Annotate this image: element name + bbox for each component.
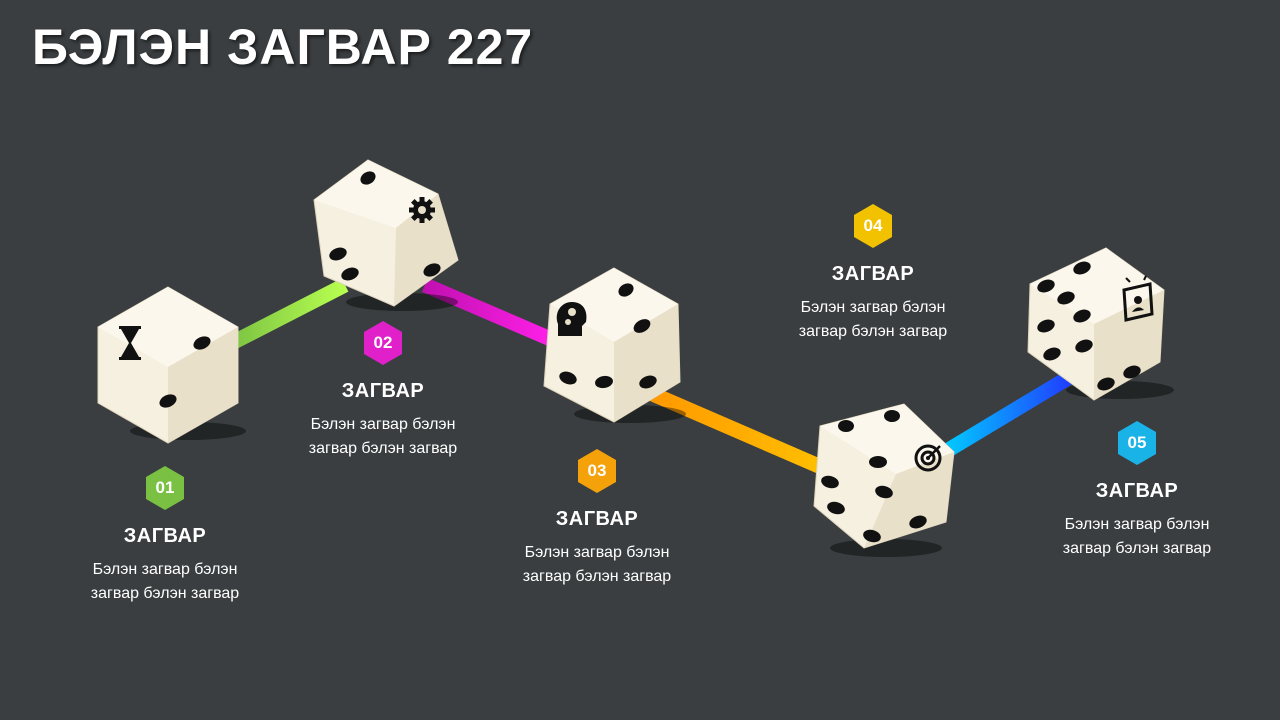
gear-icon — [409, 197, 435, 223]
step-heading: ЗАГВАР — [341, 380, 425, 402]
die-1 — [88, 283, 252, 447]
step-badge: 01 — [142, 465, 188, 511]
step-number: 02 — [373, 333, 393, 352]
step-description: Бэлэн загвар бэлэн загвар бэлэн загвар — [1062, 516, 1212, 557]
connector-4-5 — [936, 371, 1072, 462]
connector-3-4 — [645, 385, 831, 477]
page-title: БЭЛЭН ЗАГВАР 227 — [32, 19, 534, 75]
step-heading: ЗАГВАР — [1095, 480, 1179, 502]
step-badge: 02 — [360, 320, 406, 366]
connector-2-3 — [422, 278, 556, 347]
step-heading: ЗАГВАР — [123, 525, 207, 547]
die-3 — [530, 264, 694, 428]
step-description: Бэлэн загвар бэлэн загвар бэлэн загвар — [90, 561, 240, 602]
target-icon — [914, 444, 942, 472]
step-heading: ЗАГВАР — [831, 263, 915, 285]
step-3: 03 ЗАГВАР Бэлэн загвар бэлэн загвар бэлэ… — [487, 448, 707, 589]
step-number: 01 — [155, 478, 175, 497]
step-heading: ЗАГВАР — [555, 508, 639, 530]
step-description: Бэлэн загвар бэлэн загвар бэлэн загвар — [522, 544, 672, 585]
head-gears-icon — [556, 302, 587, 336]
presentation-icon — [1122, 275, 1154, 322]
step-5: 05 ЗАГВАР Бэлэн загвар бэлэн загвар бэлэ… — [1027, 420, 1247, 561]
step-description: Бэлэн загвар бэлэн загвар бэлэн загвар — [798, 299, 948, 340]
step-badge: 03 — [574, 448, 620, 494]
step-1: 01 ЗАГВАР Бэлэн загвар бэлэн загвар бэлэ… — [55, 465, 275, 606]
step-number: 05 — [1127, 433, 1147, 452]
step-2: 02 ЗАГВАР Бэлэн загвар бэлэн загвар бэлэ… — [273, 320, 493, 461]
die-5 — [1020, 240, 1184, 404]
die-4 — [806, 396, 970, 560]
step-badge: 05 — [1114, 420, 1160, 466]
step-badge: 04 — [850, 203, 896, 249]
step-description: Бэлэн загвар бэлэн загвар бэлэн загвар — [308, 416, 458, 457]
hourglass-icon — [119, 326, 141, 360]
step-number: 04 — [863, 216, 883, 235]
connector-1-2 — [224, 278, 349, 352]
step-4: 04 ЗАГВАР Бэлэн загвар бэлэн загвар бэлэ… — [763, 203, 983, 344]
step-number: 03 — [587, 461, 607, 480]
die-2 — [306, 150, 470, 314]
